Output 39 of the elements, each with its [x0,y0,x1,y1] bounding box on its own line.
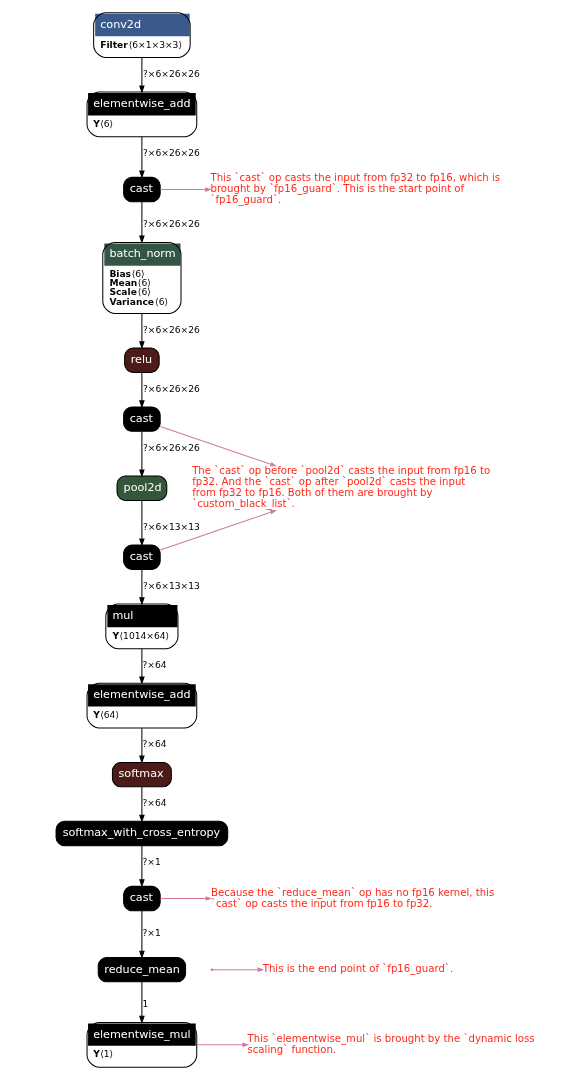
edge-label: ?×1 [141,857,161,868]
arrow [159,510,277,551]
arrow [138,648,145,685]
edge-label: ?×1 [141,928,161,939]
arrow [159,425,277,467]
edge-label: ?×6×26×26 [142,324,200,335]
edge-label: ?×6×13×13 [142,580,200,591]
edge-label: ?×6×26×26 [142,69,200,80]
arrow [138,201,145,244]
edge-label: ?×6×13×13 [142,522,200,533]
arrow [138,786,145,823]
edge-label: ?×64 [142,739,167,750]
arrow [138,136,145,179]
arrow [138,313,145,350]
edge-label: ?×6×26×26 [142,148,200,159]
arrow [159,896,212,901]
arrow [138,371,145,409]
arrow [138,431,145,478]
arrow [138,57,145,94]
arrow [159,187,212,192]
node-text: Because the `reduce_mean` op has no fp16 kernel, this `cast` op casts the input from fp16 to fp32. [210,886,494,909]
arrow [138,981,145,1024]
arrow [196,1042,249,1048]
arrow [138,910,145,959]
edge-label: ?×6×26×26 [142,383,200,394]
edge-label: ?×6×26×26 [142,219,200,230]
edge-label: ?×6×26×26 [142,442,200,453]
node-text: This `elementwise_mul` is brought by the `dynamic loss scaling` function. [247,1032,535,1055]
arrow [211,967,264,972]
arrow [138,727,145,764]
node-text: This `cast` op casts the input from fp32 to fp16, which is brought by `fp16_guard`. This is the start point of `fp16_guard`. [209,171,500,206]
arrow [138,845,145,888]
edge-label: ?×64 [142,798,167,809]
arrow [138,500,145,547]
arrow [138,569,145,606]
node-text: The `cast` op before `pool2d` casts the input from fp16 to fp32. And the `cast` op after `pool2d` casts the input from fp32 to fp16. Both of them are brought by `custom_black_list`. [191,464,490,510]
edge-label: 1 [142,999,148,1010]
node-text: This is the end point of `fp16_guard`. [262,963,453,975]
edge-label: ?×64 [142,660,167,671]
